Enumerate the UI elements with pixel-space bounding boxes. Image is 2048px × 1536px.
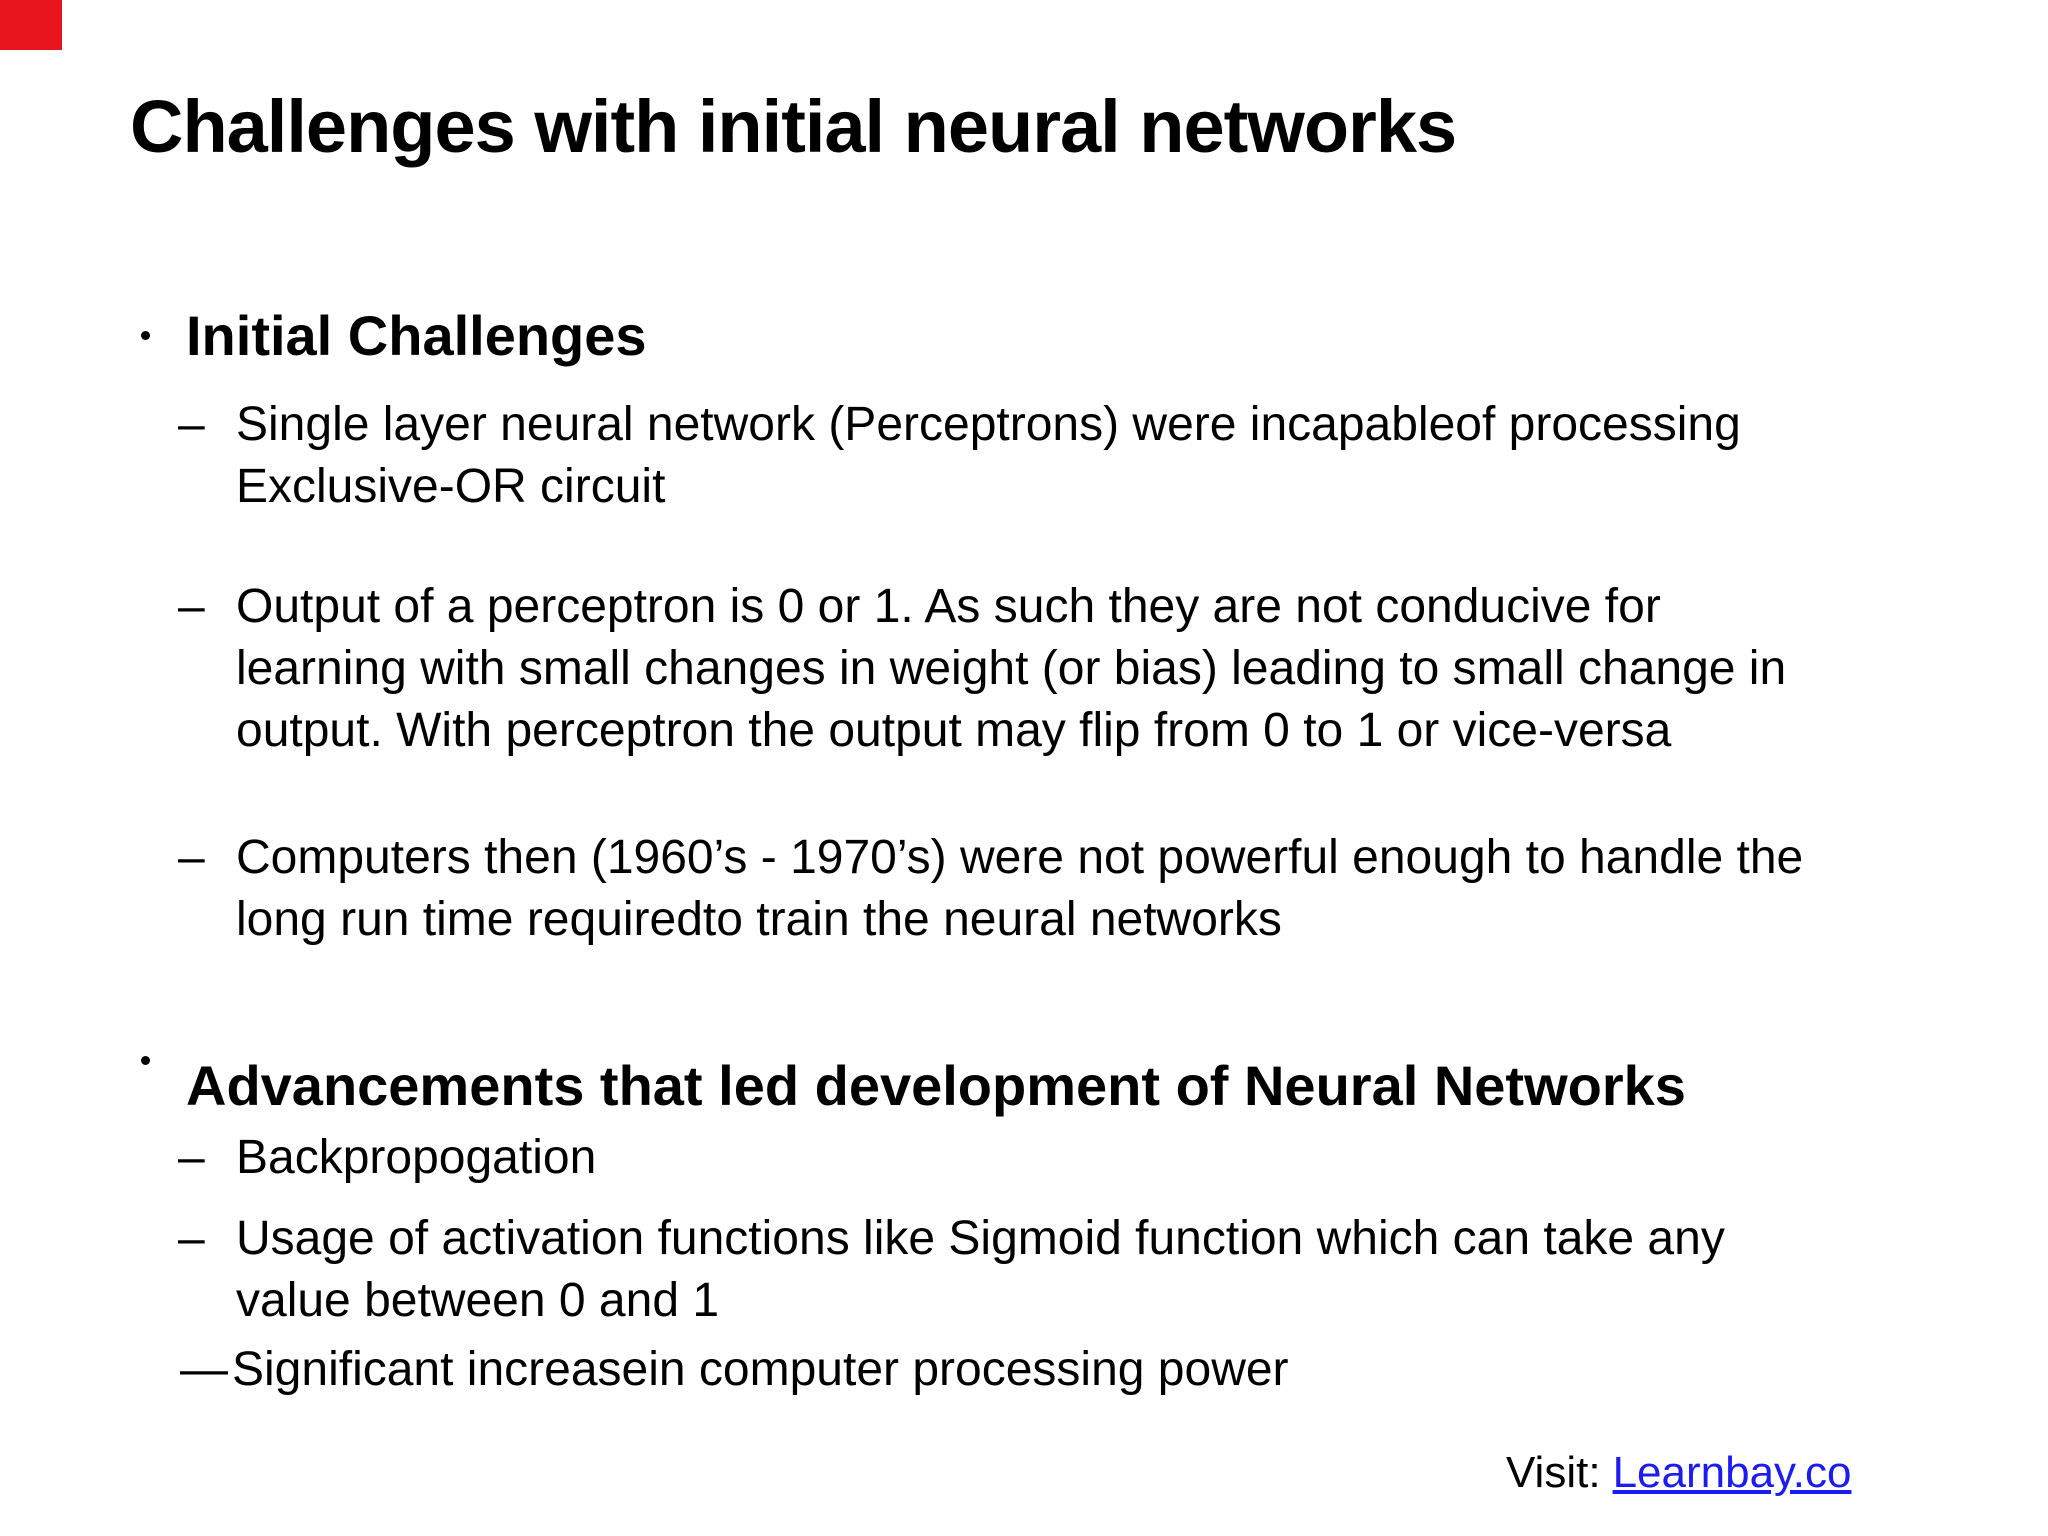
bullet-line: long run time requiredto train the neura…	[236, 893, 1282, 946]
bullet-line: Output of a perceptron is 0 or 1. As suc…	[236, 580, 1661, 633]
bullet-line: Significant increasein computer processi…	[232, 1343, 1289, 1396]
footer: Visit:Learnbay.co	[1506, 1446, 1851, 1499]
bullet-item: – Computers then (1960’s - 1970’s) were …	[178, 827, 1803, 951]
bullet-item: – Output of a perceptron is 0 or 1. As s…	[178, 576, 1786, 762]
dash-bullet: –	[178, 580, 205, 633]
learnbay-link[interactable]: Learnbay.co	[1612, 1448, 1852, 1497]
bullet-dot-icon	[141, 1056, 150, 1065]
dash-bullet: –	[178, 1131, 205, 1184]
bullet-dot-icon	[141, 331, 150, 340]
bullet-line: Exclusive-OR circuit	[236, 460, 666, 513]
bullet-line: learning with small changes in weight (o…	[236, 642, 1787, 695]
bullet-line: Single layer neural network (Perceptrons…	[236, 398, 1741, 451]
bullet-item: – Usage of activation functions like Sig…	[178, 1208, 1725, 1332]
bullet-line: output. With perceptron the output may f…	[236, 704, 1672, 757]
visit-label: Visit:	[1506, 1448, 1601, 1497]
corner-marker	[0, 0, 62, 50]
slide-title: Challenges with initial neural networks	[130, 85, 1457, 168]
bullet-item: — Significant increasein computer proces…	[180, 1339, 1289, 1401]
bullet-line: Computers then (1960’s - 1970’s) were no…	[236, 831, 1804, 884]
dash-bullet: –	[178, 1212, 205, 1265]
bullet-item: – Backpropogation	[178, 1127, 596, 1189]
dash-bullet: –	[178, 398, 205, 451]
section-heading-advancements: Advancements that led development of Neu…	[186, 1054, 1686, 1117]
bullet-line: value between 0 and 1	[236, 1274, 720, 1327]
section-heading-initial-challenges: Initial Challenges	[186, 304, 647, 367]
dash-bullet: –	[178, 831, 205, 884]
bullet-line: Usage of activation functions like Sigmo…	[236, 1212, 1725, 1265]
em-dash-bullet: —	[180, 1343, 228, 1396]
bullet-line: Backpropogation	[236, 1131, 597, 1184]
bullet-item: – Single layer neural network (Perceptro…	[178, 394, 1741, 518]
